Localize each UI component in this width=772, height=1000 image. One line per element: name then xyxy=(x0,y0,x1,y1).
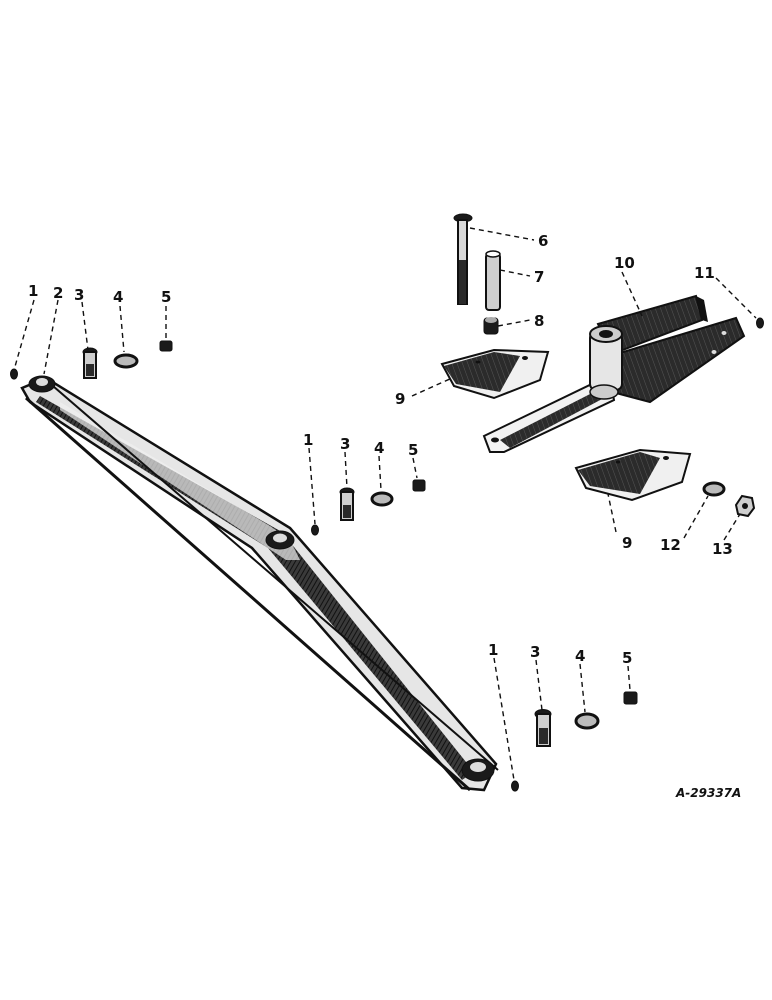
callout-4: 4 xyxy=(113,288,123,306)
cotter-pin-1a xyxy=(10,368,18,380)
callout-1: 1 xyxy=(28,282,38,300)
callout-2: 2 xyxy=(53,284,63,302)
callout-8: 8 xyxy=(534,312,544,330)
callout-5: 5 xyxy=(161,288,171,306)
figure-reference-code: A-29337A xyxy=(675,786,741,800)
callout-9: 9 xyxy=(622,534,632,552)
callout-6: 6 xyxy=(538,232,548,250)
support-bracket-10 xyxy=(482,294,746,453)
hardware-set-middle xyxy=(311,479,426,536)
callout-1: 1 xyxy=(303,431,313,449)
callout-4: 4 xyxy=(374,439,384,457)
callout-3: 3 xyxy=(530,643,540,661)
sleeve-7 xyxy=(485,253,501,311)
hardware-set-lower xyxy=(511,691,638,792)
callout-12: 12 xyxy=(660,536,681,554)
nut-5a xyxy=(159,340,173,352)
swing-arm xyxy=(20,375,499,792)
washer-4a xyxy=(113,353,139,369)
callout-10: 10 xyxy=(614,254,635,272)
leader-lines xyxy=(13,227,757,781)
nut-5b xyxy=(412,479,426,492)
washer-4b xyxy=(370,491,394,507)
hardware-set-upper-left xyxy=(10,340,173,380)
wear-plate-9-upper xyxy=(440,348,550,400)
callout-13: 13 xyxy=(712,540,733,558)
callout-7: 7 xyxy=(534,268,544,286)
cotter-pin-1c xyxy=(511,780,519,792)
callout-11: 11 xyxy=(694,264,715,282)
wear-plate-9-lower xyxy=(574,448,692,502)
bolt-3b xyxy=(339,487,355,521)
bolt-3c xyxy=(534,709,552,747)
washer-4c xyxy=(574,712,600,730)
pivot-assembly xyxy=(440,213,764,518)
callout-1: 1 xyxy=(488,641,498,659)
screw-11 xyxy=(756,317,764,329)
callout-3: 3 xyxy=(340,435,350,453)
nut-5c xyxy=(623,691,638,705)
callouts: 1 2 3 4 5 1 3 4 5 1 3 4 5 6 7 8 9 10 11 … xyxy=(28,232,733,667)
cotter-pin-1b xyxy=(311,524,319,536)
callout-3: 3 xyxy=(74,286,84,304)
callout-9: 9 xyxy=(395,390,405,408)
callout-5: 5 xyxy=(622,649,632,667)
washer-12 xyxy=(702,481,726,497)
long-bolt-6 xyxy=(453,213,473,305)
bolt-3a xyxy=(82,347,98,379)
callout-5: 5 xyxy=(408,441,418,459)
callout-4: 4 xyxy=(575,647,585,665)
